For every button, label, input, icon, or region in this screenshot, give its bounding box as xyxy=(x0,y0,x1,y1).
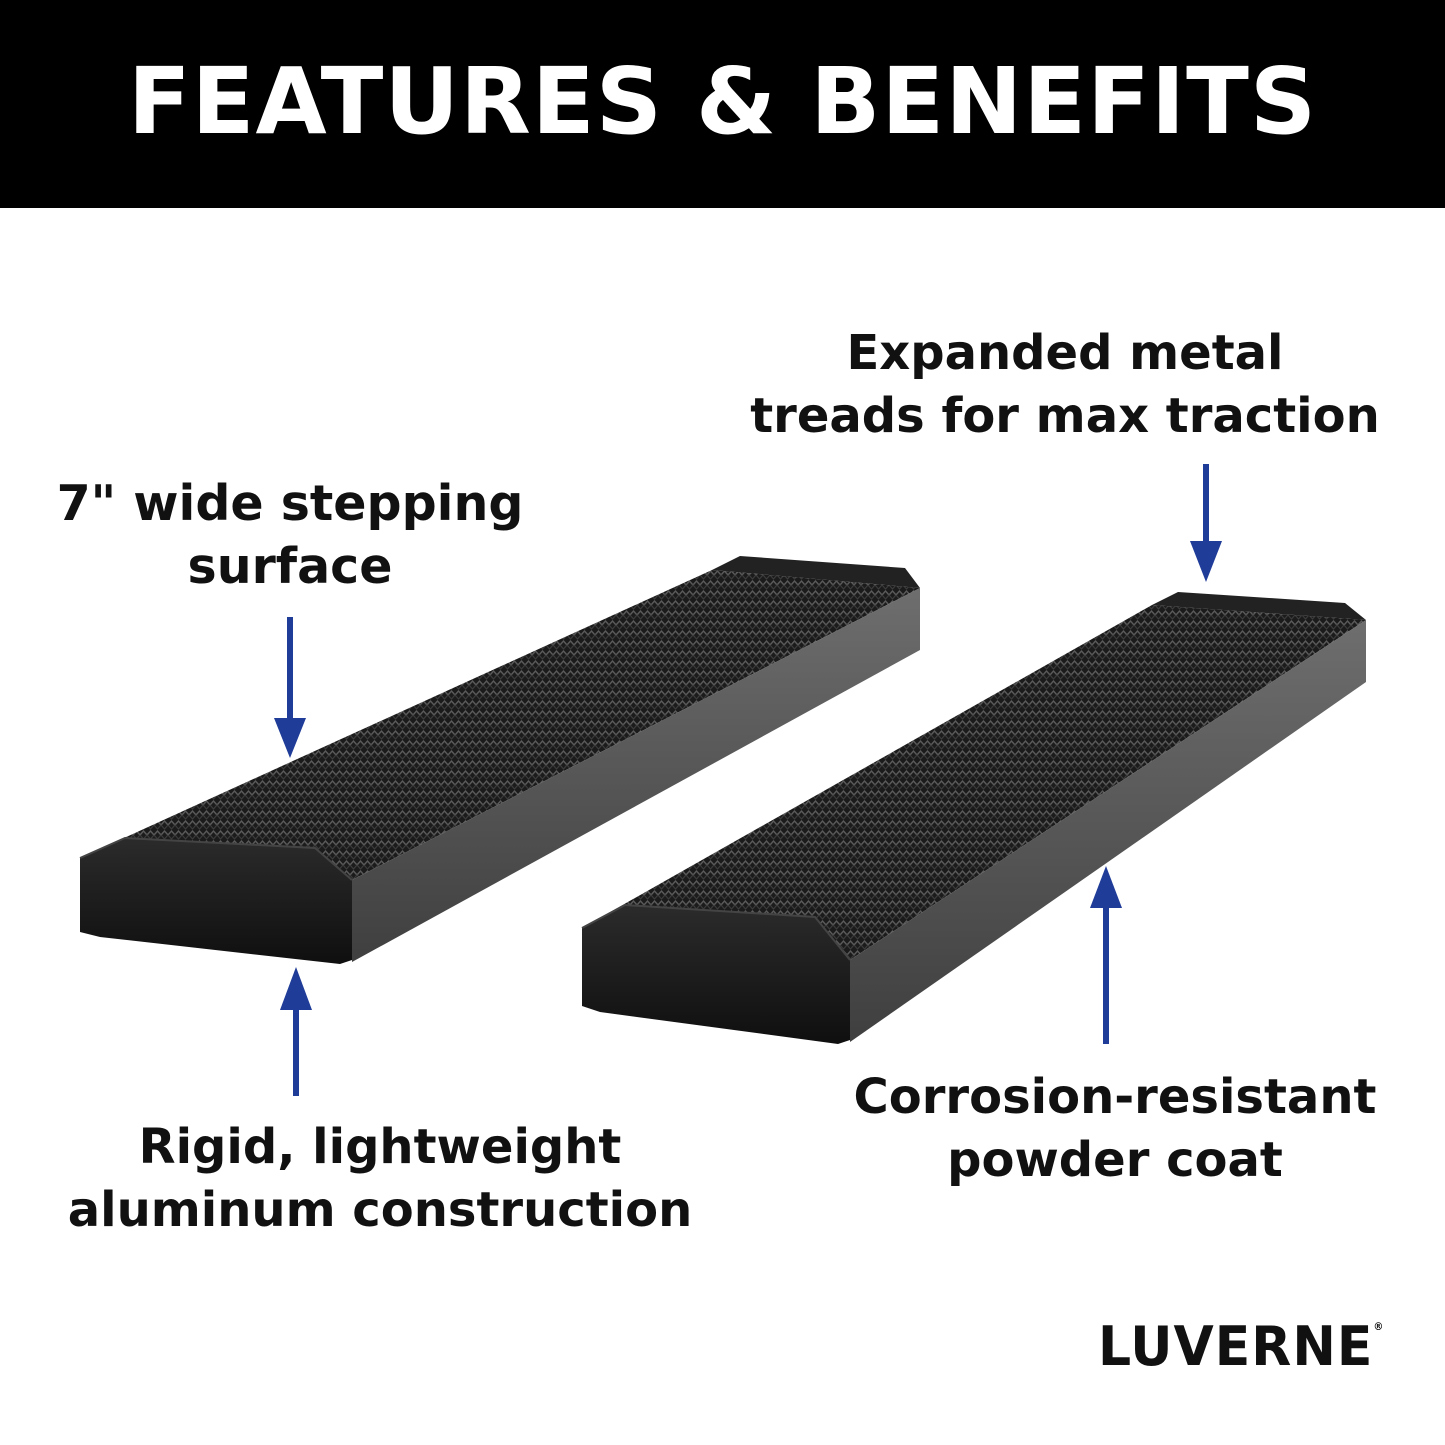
callout-powder-coat: Corrosion-resistant powder coat xyxy=(830,1066,1400,1192)
arrow-metal-treads xyxy=(1190,464,1222,582)
callout-line: treads for max traction xyxy=(750,388,1380,444)
callout-line: aluminum construction xyxy=(67,1182,693,1238)
brand-logo-text: LUVERNE xyxy=(1098,1315,1374,1379)
arrow-stepping-surface xyxy=(274,617,306,758)
callout-line: 7" wide stepping xyxy=(56,475,524,532)
callout-aluminum: Rigid, lightweight aluminum construction xyxy=(40,1116,720,1242)
page-title: FEATURES & BENEFITS xyxy=(127,47,1318,155)
callout-line: surface xyxy=(187,538,393,595)
header-banner: FEATURES & BENEFITS xyxy=(0,0,1445,208)
callout-stepping-surface: 7" wide stepping surface xyxy=(40,472,540,598)
callout-line: Rigid, lightweight xyxy=(138,1119,622,1175)
callout-metal-treads: Expanded metal treads for max traction xyxy=(740,322,1390,448)
callout-line: Corrosion-resistant xyxy=(853,1069,1377,1125)
callout-line: powder coat xyxy=(947,1132,1283,1188)
right-running-board xyxy=(581,592,1366,1044)
registered-mark: ® xyxy=(1373,1321,1385,1334)
left-running-board xyxy=(79,556,920,964)
arrow-powder-coat xyxy=(1090,866,1122,1044)
brand-logo: LUVERNE® xyxy=(1098,1316,1384,1379)
arrow-aluminum xyxy=(280,967,312,1096)
callout-line: Expanded metal xyxy=(846,325,1284,381)
